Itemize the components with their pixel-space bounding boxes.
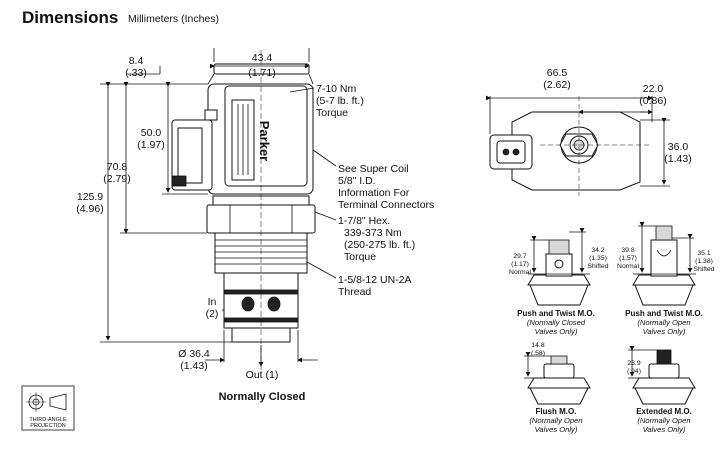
- opt1-d1-note: Normal: [509, 269, 531, 276]
- thread-note-1: 1-5/8-12 UN-2A: [338, 274, 412, 286]
- projection-line1: THIRD-ANGLE: [29, 417, 67, 423]
- projection-line2: PROJECTION: [30, 423, 65, 429]
- opt2-d2: 35.1: [697, 250, 710, 257]
- opt1-d2: 34.2: [591, 247, 604, 254]
- opt1-d2-in: (1.35): [589, 255, 607, 262]
- hex-note-1: 1-7/8" Hex.: [338, 215, 390, 227]
- dim-8-4-in: (.33): [125, 67, 147, 79]
- dim-66-5-in: (2.62): [543, 79, 570, 91]
- coil-note-4: Terminal Connectors: [338, 199, 434, 211]
- coil-note-1: See Super Coil: [338, 163, 409, 175]
- coil-note-2: 5/8" I.D.: [338, 175, 376, 187]
- thread-note-2: Thread: [338, 286, 371, 298]
- opt4-title: Extended M.O.: [636, 407, 692, 416]
- main-dimension-text: 8.4 (.33) 43.4 (1.71) 7-10 Nm (5-7 lb. f…: [76, 52, 434, 403]
- opt3-title: Flush M.O.: [536, 407, 577, 416]
- opt2-d2-note: Shifted: [693, 266, 714, 273]
- dim-50-0-in: (1.97): [137, 139, 164, 151]
- option-push-twist-nc: 29.7 (1.17) Normal 34.2 (1.35) Shifted P…: [509, 228, 609, 336]
- dim-125-9-in: (4.96): [76, 203, 103, 215]
- opt2-d1: 39.8: [621, 247, 634, 254]
- coil-torque-2: (5-7 lb. ft.): [316, 95, 364, 107]
- dim-36-0-in: (1.43): [664, 153, 691, 165]
- page-title: Dimensions: [22, 8, 119, 27]
- port-in-label: In: [208, 296, 217, 308]
- opt2-title: Push and Twist M.O.: [625, 309, 703, 318]
- opt4-d1-in: (.94): [627, 368, 641, 375]
- top-dimension-lines: [486, 95, 670, 187]
- dim-70-8-in: (2.79): [103, 173, 130, 185]
- opt2-sub1: (Normally Open: [637, 318, 690, 327]
- opt3-d1: 14.8: [531, 342, 544, 349]
- dim-125-9: 125.9: [77, 191, 103, 203]
- port-in-number: (2): [206, 308, 219, 320]
- units-subtitle: Millimeters (Inches): [128, 13, 220, 25]
- hex-note-2: 339-373 Nm: [344, 227, 402, 239]
- port-out-label: Out (1): [246, 369, 279, 381]
- dim-8-4: 8.4: [129, 55, 144, 67]
- dim-dia-36-4-in: (1.43): [180, 360, 207, 372]
- dim-66-5: 66.5: [547, 67, 568, 79]
- hex-note-4: Torque: [344, 251, 376, 263]
- option-flush: 14.8 (.58) Flush M.O. (Normally Open Val…: [524, 342, 591, 434]
- valve-top-view: [489, 96, 650, 196]
- option-extended: 23.9 (.94) Extended M.O. (Normally Open …: [627, 346, 696, 434]
- opt1-d1-in: (1.17): [511, 261, 529, 268]
- dim-43-4: 43.4: [252, 52, 273, 64]
- main-dimension-lines: [100, 48, 337, 367]
- opt1-title: Push and Twist M.O.: [517, 309, 595, 318]
- coil-note-3: Information For: [338, 187, 410, 199]
- dim-70-8: 70.8: [107, 161, 128, 173]
- coil-torque-1: 7-10 Nm: [316, 83, 357, 95]
- dim-22-0: 22.0: [643, 83, 664, 95]
- opt1-d1: 29.7: [513, 253, 526, 260]
- top-dimension-text: 66.5 (2.62) 22.0 (0.86) 36.0 (1.43): [543, 67, 691, 165]
- coil-torque-3: Torque: [316, 107, 348, 119]
- opt4-sub2: Valves Only): [643, 425, 686, 434]
- option-push-twist-no: 39.8 (1.57) Normal 35.1 (1.38) Shifted P…: [617, 222, 715, 336]
- dim-43-4-in: (1.71): [248, 67, 275, 79]
- main-caption: Normally Closed: [219, 391, 306, 403]
- valve-side-view: Parker: [171, 50, 316, 370]
- projection-symbol: THIRD-ANGLE PROJECTION: [21, 385, 75, 431]
- opt2-d1-note: Normal: [617, 263, 639, 270]
- dim-dia-36-4: Ø 36.4: [178, 348, 210, 360]
- opt2-d1-in: (1.57): [619, 255, 637, 262]
- opt4-sub1: (Normally Open: [637, 416, 690, 425]
- dim-22-0-in: (0.86): [639, 95, 666, 107]
- opt1-d2-note: Shifted: [587, 263, 608, 270]
- opt3-d1-in: (.58): [531, 350, 545, 357]
- opt1-sub2: Valves Only): [535, 327, 578, 336]
- dim-50-0: 50.0: [141, 127, 162, 139]
- dim-36-0: 36.0: [668, 141, 689, 153]
- opt3-sub2: Valves Only): [535, 425, 578, 434]
- opt4-d1: 23.9: [627, 360, 640, 367]
- opt1-sub1: (Normally Closed: [527, 318, 586, 327]
- hex-note-3: (250-275 lb. ft.): [344, 239, 415, 251]
- opt3-sub1: (Normally Open: [529, 416, 582, 425]
- opt2-d2-in: (1.38): [695, 258, 713, 265]
- brand-logo: Parker: [257, 121, 272, 161]
- opt2-sub2: Valves Only): [643, 327, 686, 336]
